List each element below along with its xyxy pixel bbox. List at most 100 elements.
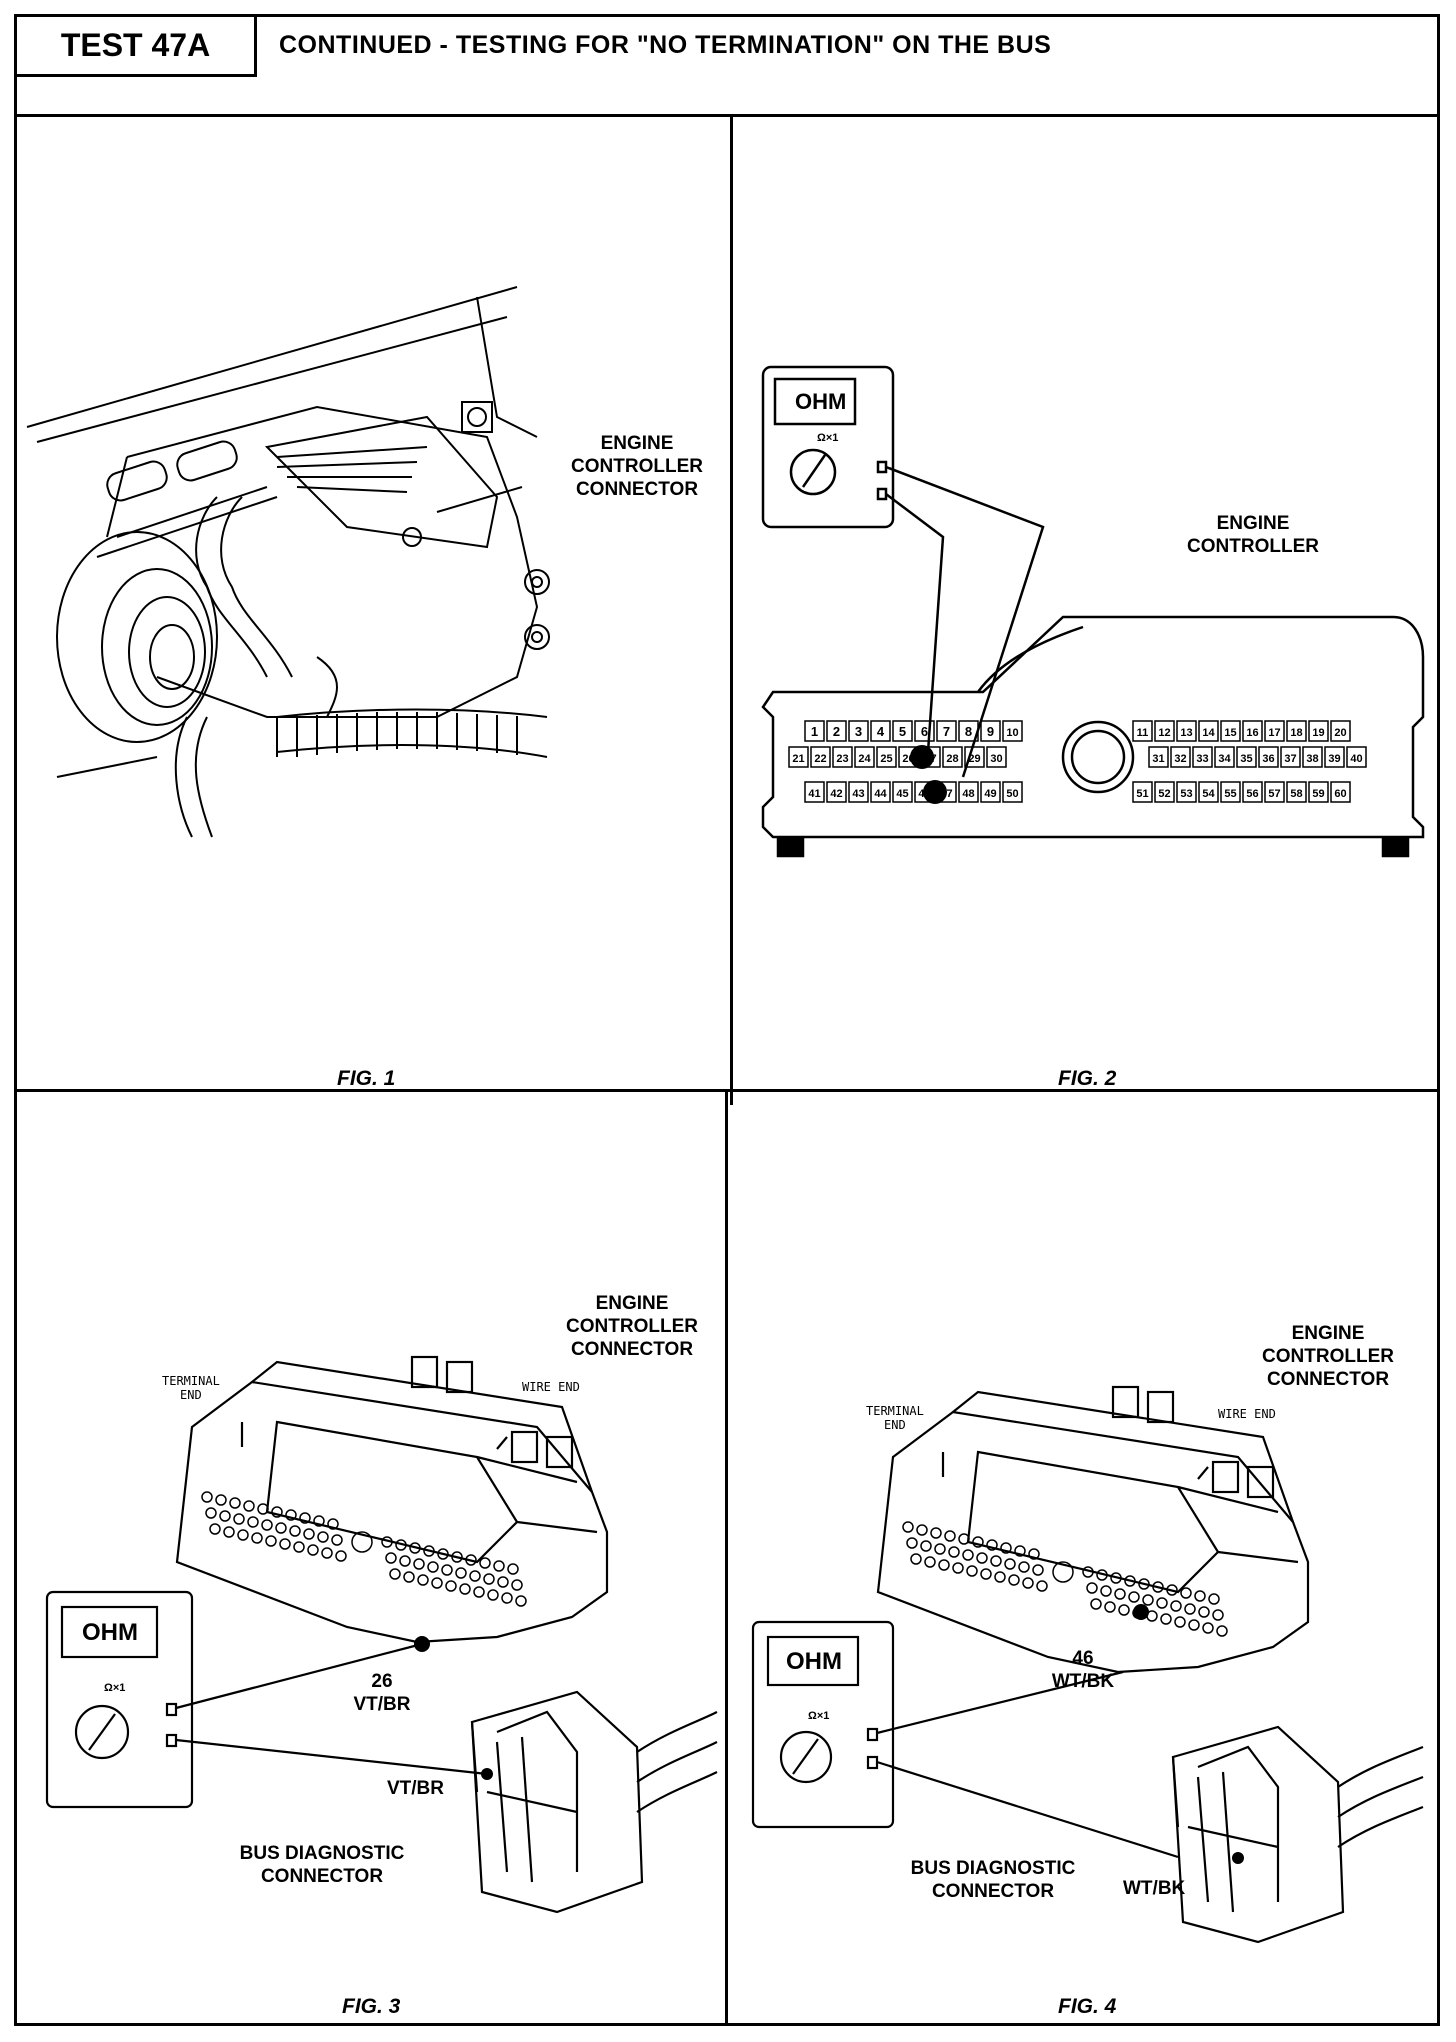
pin-hole	[1128, 1591, 1140, 1603]
pin-hole	[381, 1536, 393, 1548]
fig4-diag-wire-color: WT/BK	[1123, 1878, 1186, 1899]
fig3-wire-end: WIRE END	[522, 1380, 580, 1394]
fig4-pin-grid	[902, 1521, 1228, 1637]
fig2-pin-cell	[1236, 746, 1257, 768]
fig4-bus-diagnostic-connector	[1171, 1725, 1345, 1944]
pin-hole	[1212, 1609, 1224, 1621]
fig2-label-line1: ENGINE	[1216, 513, 1290, 534]
fig2-pin-label: 44	[874, 788, 887, 800]
fig2-pin-label: 4	[877, 724, 885, 739]
pin-hole	[469, 1570, 481, 1582]
fig3-terminal-end-line1: TERMINAL	[162, 1374, 220, 1388]
fig2-pin-cell	[1192, 746, 1213, 768]
pin-hole	[1096, 1569, 1108, 1581]
fig2-pin-cell	[1148, 746, 1169, 768]
fig2-pin-cell	[870, 781, 891, 803]
fig2-pin-cell	[1242, 720, 1263, 742]
fig2-pin-cell	[892, 781, 913, 803]
pin-hole	[451, 1551, 463, 1563]
fig4-panel: OHM Ω×1 ENGINE CONTROLLER CONNECTOR TERM…	[728, 1092, 1437, 2027]
fig4-terminal-end-line1: TERMINAL	[866, 1404, 924, 1418]
pin-hole	[247, 1516, 259, 1528]
fig1-panel: ENGINE CONTROLLER CONNECTOR FIG. 1	[17, 117, 730, 1090]
fig2-pin-label: 10	[1006, 727, 1018, 739]
fig2-pin-cell	[804, 781, 825, 803]
fig3-pin-color: VT/BR	[353, 1694, 411, 1715]
pin-hole	[385, 1552, 397, 1564]
fig2-pin-cell	[1346, 746, 1367, 768]
fig2-pin-label: 58	[1290, 788, 1302, 800]
pin-hole	[417, 1574, 429, 1586]
fig2-pin-cell	[1286, 720, 1307, 742]
fig2-pin-cell	[870, 720, 891, 742]
fig2-pin-label: 1	[811, 724, 818, 739]
fig2-pin-label: 32	[1174, 753, 1186, 765]
fig2-pin-cell	[1198, 781, 1219, 803]
pin-hole	[275, 1522, 287, 1534]
fig2-pin-label: 18	[1290, 727, 1302, 739]
fig2-pin-cell	[1198, 720, 1219, 742]
fig2-pin-grid: 1234567891021222324252627282930414243444…	[788, 720, 1367, 803]
pin-hole	[1124, 1575, 1136, 1587]
fig2-pin-cell	[958, 781, 979, 803]
fig2-pin-label: 19	[1312, 727, 1324, 739]
pin-hole	[958, 1533, 970, 1545]
pin-hole	[497, 1576, 509, 1588]
pin-hole	[399, 1555, 411, 1567]
pin-hole	[515, 1595, 527, 1607]
fig2-pin-label: 29	[968, 753, 980, 765]
pin-hole	[944, 1530, 956, 1542]
fig3-diag-probe	[481, 1768, 493, 1780]
fig4-label-line1: ENGINE	[1291, 1323, 1365, 1344]
pin-hole	[279, 1538, 291, 1550]
pin-hole	[906, 1537, 918, 1549]
pin-hole	[1152, 1581, 1164, 1593]
fig2-pin-label: 13	[1180, 727, 1192, 739]
fig2-pin-cell	[1176, 781, 1197, 803]
fig4-pin-46-probe	[1133, 1604, 1149, 1620]
fig2-pin-label: 5	[899, 724, 906, 739]
pin-hole	[1180, 1587, 1192, 1599]
pin-hole	[215, 1494, 227, 1506]
fig2-pin-cell	[1264, 781, 1285, 803]
fig2-pin-cell	[848, 720, 869, 742]
pin-hole	[413, 1558, 425, 1570]
pin-hole	[910, 1553, 922, 1565]
fig4-pin-label: 46 WT/BK	[1043, 1647, 1123, 1693]
pin-hole	[327, 1518, 339, 1530]
fig2-pin-cell	[1330, 781, 1351, 803]
fig4-connector-illustration	[751, 1385, 1424, 1944]
pin-hole	[229, 1497, 241, 1509]
fig2-pin-label: 7	[943, 724, 950, 739]
fig3-caption: FIG. 3	[342, 1995, 401, 2018]
fig3-pin-grid	[201, 1491, 527, 1607]
fig2-pin-cell	[980, 720, 1001, 742]
fig4-diag-label-line1: BUS DIAGNOSTIC	[910, 1858, 1076, 1879]
fig2-pin-cell	[1214, 746, 1235, 768]
fig3-pin-26-probe	[414, 1636, 430, 1652]
fig2-pin-cell	[1324, 746, 1345, 768]
fig2-engine-controller	[761, 615, 1425, 839]
pin-hole	[205, 1507, 217, 1519]
fig2-pin-label: 17	[1268, 727, 1280, 739]
fig2-pin-cell	[1154, 720, 1175, 742]
fig2-pin-cell	[1002, 781, 1023, 803]
fig2-pin-label: 24	[858, 753, 871, 765]
fig2-pin-cell	[1002, 720, 1023, 742]
fig2-pin-label: 36	[1262, 753, 1274, 765]
fig4-pin-number: 46	[1072, 1648, 1094, 1669]
pin-hole	[459, 1583, 471, 1595]
fig3-label-line2: CONTROLLER	[566, 1316, 698, 1337]
fig2-pin-label: 51	[1136, 788, 1148, 800]
fig2-pin-label: 34	[1218, 753, 1231, 765]
pin-hole	[313, 1515, 325, 1527]
fig3-meter-range: Ω×1	[104, 1682, 126, 1694]
fig2-panel: 1234567891021222324252627282930414243444…	[733, 117, 1437, 1090]
fig4-diag-label-line2: CONNECTOR	[931, 1881, 1055, 1902]
pin-hole	[487, 1589, 499, 1601]
fig2-label-line2: CONTROLLER	[1187, 536, 1319, 557]
pin-hole	[938, 1559, 950, 1571]
fig3-connector-illustration	[45, 1355, 718, 1914]
fig2-pin-cell	[1308, 720, 1329, 742]
fig2-pin-cell	[914, 720, 935, 742]
